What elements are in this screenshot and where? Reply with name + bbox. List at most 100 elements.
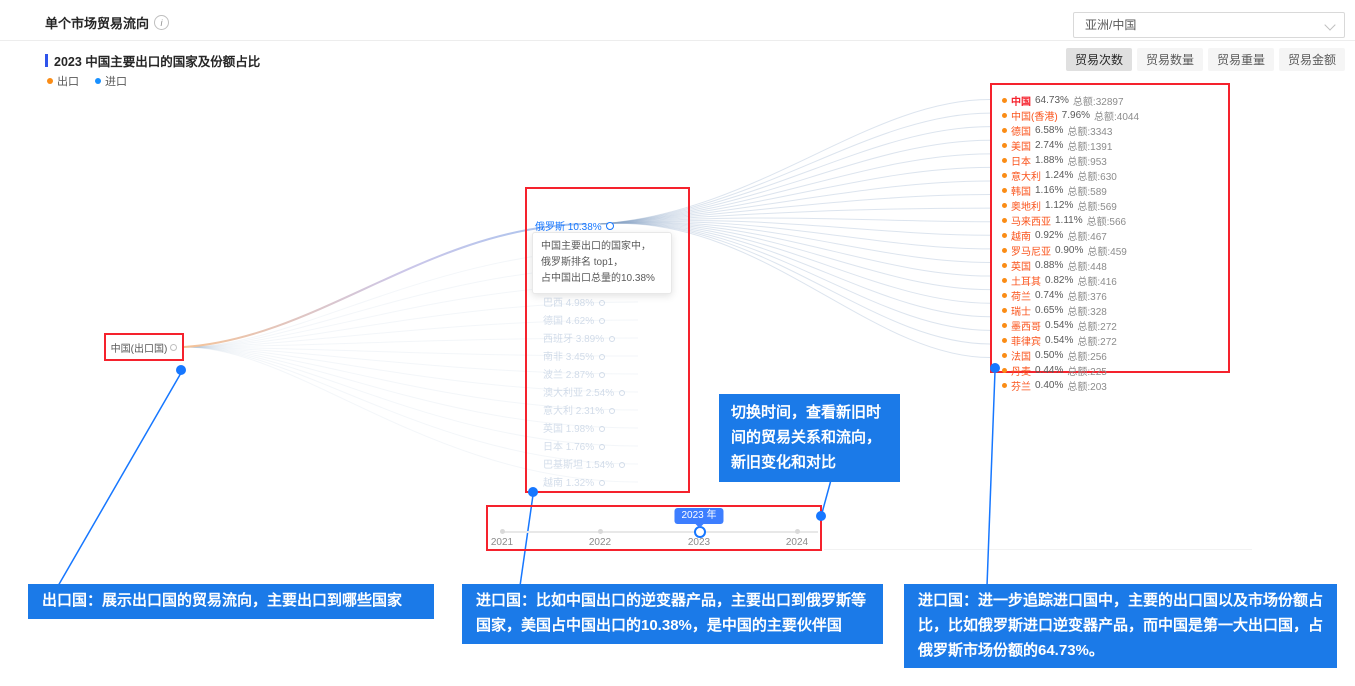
region-select[interactable]: 亚洲/中国 bbox=[1073, 12, 1345, 38]
import-country-row[interactable]: 英国 0.88%总额:448 bbox=[1002, 258, 1218, 273]
metric-tab[interactable]: 贸易金额 bbox=[1278, 48, 1345, 71]
country-percentage: 0.90% bbox=[1055, 245, 1084, 256]
country-percentage: 0.65% bbox=[1035, 305, 1064, 316]
country-percentage: 0.88% bbox=[1035, 260, 1064, 271]
import-country-row[interactable]: 美国 2.74%总额:1391 bbox=[1002, 138, 1218, 153]
legend-item[interactable]: 出口 bbox=[47, 73, 79, 89]
country-percentage: 1.24% bbox=[1045, 170, 1074, 181]
country-percentage: 64.73% bbox=[1035, 95, 1069, 106]
country-total: 总额:1391 bbox=[1067, 142, 1113, 153]
faded-country-label: 越南 1.32% bbox=[543, 475, 682, 493]
country-name: 中国(香港) bbox=[1011, 112, 1058, 123]
import-country-row[interactable]: 中国(香港)7.96%总额:4044 bbox=[1002, 108, 1218, 123]
timeline-track[interactable] bbox=[502, 531, 818, 533]
country-name: 瑞士 bbox=[1011, 307, 1031, 318]
info-icon[interactable]: i bbox=[154, 15, 170, 30]
timeline-year-label[interactable]: 2022 bbox=[588, 537, 612, 548]
country-name: 奥地利 bbox=[1011, 202, 1041, 213]
page-title: 单个市场贸易流向 i bbox=[45, 13, 170, 32]
timeline-slider[interactable]: 2023 年 2021 2022 2023 2024 bbox=[486, 505, 822, 551]
country-percentage: 0.54% bbox=[1045, 335, 1074, 346]
legend-label: 出口 bbox=[57, 76, 79, 88]
axis-extension-line bbox=[824, 549, 1252, 550]
faded-country-label: 澳大利亚 2.54% bbox=[543, 385, 682, 403]
country-name: 菲律宾 bbox=[1011, 337, 1041, 348]
import-country-row[interactable]: 菲律宾 0.54%总额:272 bbox=[1002, 333, 1218, 348]
timeline-tick bbox=[500, 529, 505, 534]
country-percentage: 2.74% bbox=[1035, 140, 1064, 151]
bullet-icon bbox=[1002, 353, 1007, 358]
metric-tab[interactable]: 贸易数量 bbox=[1136, 48, 1203, 71]
country-name: 越南 bbox=[1011, 232, 1031, 243]
country-name: 中国 bbox=[1011, 97, 1031, 108]
highlighted-country-label: 俄罗斯 10.38% bbox=[535, 222, 602, 233]
country-percentage: 0.40% bbox=[1035, 380, 1064, 391]
faded-country-label: 英国 1.98% bbox=[543, 421, 682, 439]
bullet-icon bbox=[1002, 263, 1007, 268]
country-percentage: 0.74% bbox=[1035, 290, 1064, 301]
bullet-icon bbox=[1002, 248, 1007, 253]
country-total: 总额:256 bbox=[1067, 352, 1107, 363]
country-name: 英国 bbox=[1011, 262, 1031, 273]
country-total: 总额:953 bbox=[1067, 157, 1107, 168]
country-name: 美国 bbox=[1011, 142, 1031, 153]
page-title-text: 单个市场贸易流向 bbox=[45, 16, 150, 31]
faded-country-label: 巴西 4.98% bbox=[543, 295, 682, 313]
metric-tab[interactable]: 贸易次数 bbox=[1065, 48, 1132, 71]
faded-country-label: 西班牙 3.89% bbox=[543, 331, 682, 349]
country-total: 总额:203 bbox=[1067, 382, 1107, 393]
timeline-year-label[interactable]: 2024 bbox=[785, 537, 809, 548]
timeline-year-label[interactable]: 2023 bbox=[687, 537, 711, 548]
legend-item[interactable]: 进口 bbox=[95, 73, 127, 89]
country-total: 总额:459 bbox=[1087, 247, 1127, 258]
bullet-icon bbox=[1002, 203, 1007, 208]
bullet-icon bbox=[1002, 188, 1007, 193]
tooltip-line: 中国主要出口的国家中， bbox=[541, 241, 651, 252]
source-node-label[interactable]: 中国(出口国) bbox=[110, 343, 168, 355]
bullet-icon bbox=[1002, 233, 1007, 238]
callout-import: 进口国：比如中国出口的逆变器产品，主要出口到俄罗斯等国家，美国占中国出口的10.… bbox=[462, 584, 883, 644]
country-percentage: 1.11% bbox=[1055, 215, 1083, 226]
country-total: 总额:3343 bbox=[1067, 127, 1113, 138]
bullet-icon bbox=[1002, 113, 1007, 118]
bullet-icon bbox=[1002, 128, 1007, 133]
metric-tab[interactable]: 贸易重量 bbox=[1207, 48, 1274, 71]
country-percentage: 1.88% bbox=[1035, 155, 1064, 166]
bullet-icon bbox=[1002, 278, 1007, 283]
timeline-tick bbox=[598, 529, 603, 534]
bullet-icon bbox=[1002, 293, 1007, 298]
timeline-tooltip: 2023 年 bbox=[674, 508, 724, 528]
timeline-year-label[interactable]: 2021 bbox=[490, 537, 514, 548]
country-name: 意大利 bbox=[1011, 172, 1041, 183]
country-percentage: 0.50% bbox=[1035, 350, 1064, 361]
bullet-icon bbox=[1002, 308, 1007, 313]
highlighted-node-icon bbox=[605, 221, 614, 230]
bullet-icon bbox=[1002, 323, 1007, 328]
legend-dot-icon bbox=[47, 78, 53, 84]
country-total: 总额:566 bbox=[1086, 217, 1127, 228]
highlighted-country-node[interactable]: 俄罗斯 10.38% bbox=[535, 218, 614, 233]
chart-legend: 出口 进口 bbox=[47, 73, 127, 89]
timeline-tooltip-text: 2023 年 bbox=[681, 510, 717, 521]
country-total: 总额:272 bbox=[1077, 337, 1117, 348]
tooltip-line: 俄罗斯排名 top1， bbox=[541, 257, 624, 268]
bullet-icon bbox=[1002, 158, 1007, 163]
country-total: 总额:448 bbox=[1067, 262, 1107, 273]
